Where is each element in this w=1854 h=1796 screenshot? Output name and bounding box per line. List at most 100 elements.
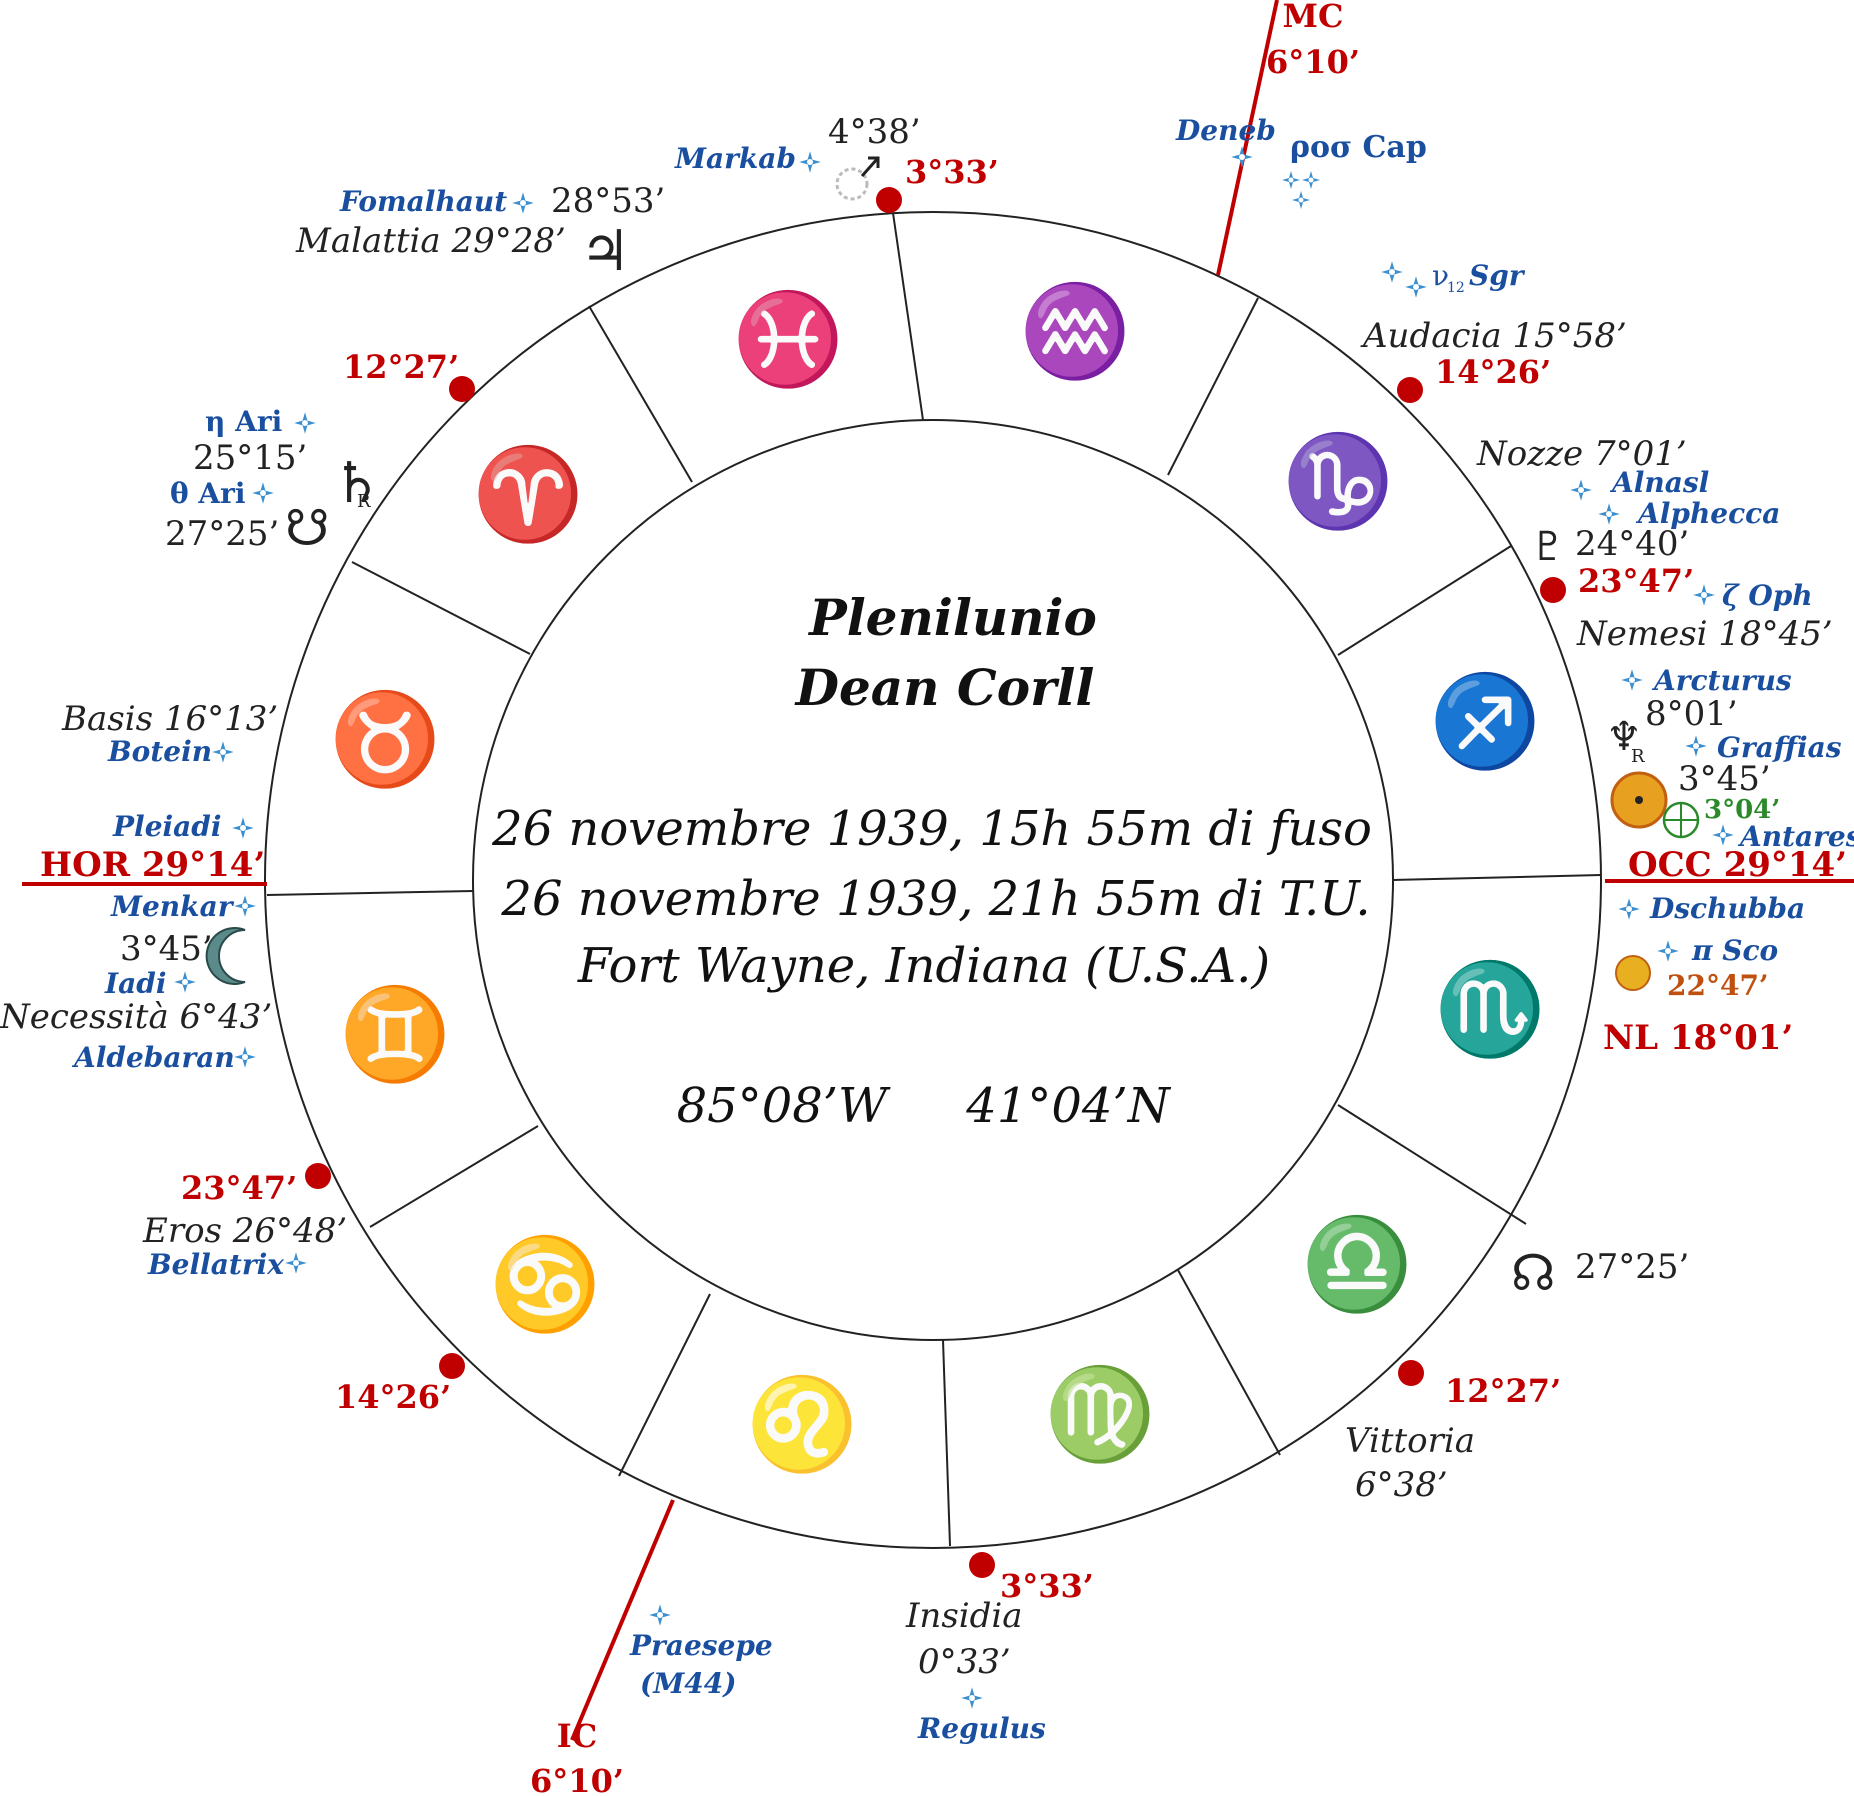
star-icon xyxy=(234,1046,256,1068)
chart-center: Plenilunio Dean Corll 26 novembre 1939, … xyxy=(491,588,1372,1134)
saturn-icon: ♄ xyxy=(332,451,382,516)
occ-label: OCC 29°14’ xyxy=(1628,845,1847,885)
star-icon xyxy=(1712,824,1734,846)
star-iadi: Iadi xyxy=(104,967,166,1000)
star-nu-sgr-greek: ν xyxy=(1432,259,1449,292)
cusp-labels: 3°33’ 14°26’ 23°47’ 12°27’ 3°33’ 12°27’ … xyxy=(181,153,1694,1605)
longitude: 85°08’W xyxy=(677,1078,891,1134)
sun-dot xyxy=(1635,796,1643,804)
spoke xyxy=(1392,874,1602,881)
star-aldebaran: Aldebaran xyxy=(71,1041,235,1074)
star-regulus: Regulus xyxy=(917,1712,1046,1745)
local-time: 26 novembre 1939, 15h 55m di fuso xyxy=(491,801,1372,857)
star-alphecca: Alphecca xyxy=(1635,497,1780,530)
star-icon xyxy=(174,971,196,993)
cusp-dot xyxy=(969,1552,995,1578)
part-audacia: Audacia 15°58’ xyxy=(1360,316,1627,356)
cusp-dot xyxy=(439,1353,465,1379)
cusp-label: 23°47’ xyxy=(1578,562,1694,600)
north-node-degree: 27°25’ xyxy=(165,514,279,554)
star-icon xyxy=(1598,503,1620,525)
scorpio-icon: ♏ xyxy=(1434,957,1546,1062)
fixed-stars: Markab Fomalhaut Deneb ρoσ Cap ν 12 Sgr … xyxy=(71,114,1854,1745)
uranus-arrow-icon xyxy=(860,156,880,177)
star-dschubba: Dschubba xyxy=(1649,892,1805,925)
gemini-icon: ♊ xyxy=(339,982,451,1087)
chart-title-line2: Dean Corll xyxy=(794,658,1095,717)
cusp-label: 23°47’ xyxy=(181,1169,297,1207)
part-necessita: Necessità 6°43’ xyxy=(0,997,272,1037)
saturn-degree: 25°15’ xyxy=(193,438,307,478)
star-pleiadi: Pleiadi xyxy=(112,810,222,843)
cusp-dot xyxy=(876,187,902,213)
planets: 4°38’ ♃ 28°53’ ♄ R 25°15’ ☋ 27°25’ ♇ 24°… xyxy=(120,112,1780,1302)
mc-label: MC xyxy=(1283,0,1344,35)
spoke xyxy=(1177,1269,1281,1456)
zodiac-signs: ♓ ♒ ♑ ♐ ♏ ♎ ♍ ♌ ♋ ♊ ♉ ♈ xyxy=(329,279,1546,1477)
spoke xyxy=(618,1293,711,1477)
sagittarius-icon: ♐ xyxy=(1429,669,1541,774)
spoke xyxy=(942,1339,951,1547)
star-eta-ari: η Ari xyxy=(205,405,282,438)
mercury-icon xyxy=(1615,955,1651,991)
latitude: 41°04’N xyxy=(965,1078,1171,1134)
star-pi-sco: π Sco xyxy=(1691,934,1778,967)
spoke xyxy=(369,1125,539,1228)
south-node-icon: ☊ xyxy=(1511,1244,1555,1302)
star-icon xyxy=(649,1604,671,1626)
star-menkar: Menkar xyxy=(110,890,235,923)
part-malattia: Malattia 29°28’ xyxy=(295,221,566,261)
cusp-markers xyxy=(305,187,1566,1578)
part-insidia-degree: 0°33’ xyxy=(918,1642,1011,1682)
earth-degree: 3°04’ xyxy=(1704,795,1780,825)
virgo-icon: ♍ xyxy=(1044,1362,1156,1467)
uranus-degree: 4°38’ xyxy=(828,112,921,152)
uranus-icon xyxy=(835,167,869,201)
leo-icon: ♌ xyxy=(746,1372,858,1477)
star-bellatrix: Bellatrix xyxy=(147,1248,284,1281)
star-m44: (M44) xyxy=(640,1667,736,1700)
part-nozze: Nozze 7°01’ xyxy=(1476,434,1687,474)
spoke xyxy=(351,561,531,655)
star-icon xyxy=(294,412,316,434)
star-rho-cap: ρoσ Cap xyxy=(1290,130,1427,165)
star-icon xyxy=(1657,940,1679,962)
saturn-retro-label: R xyxy=(357,491,371,512)
capricorn-icon: ♑ xyxy=(1282,429,1394,534)
spoke xyxy=(1167,297,1259,476)
pisces-icon: ♓ xyxy=(732,287,844,392)
part-eros: Eros 26°48’ xyxy=(142,1211,347,1251)
taurus-icon: ♉ xyxy=(329,687,441,792)
star-fomalhaut: Fomalhaut xyxy=(339,185,507,218)
aquarius-icon: ♒ xyxy=(1019,279,1131,384)
cusp-dot xyxy=(1397,377,1423,403)
neptune-degree: 8°01’ xyxy=(1645,694,1738,734)
part-insidia: Insidia xyxy=(905,1596,1023,1636)
ic-label: IC xyxy=(557,1717,597,1755)
chart-axes xyxy=(22,0,1854,1741)
ic-axis xyxy=(570,1499,675,1741)
star-icon xyxy=(1381,261,1403,283)
cusp-dot xyxy=(1540,577,1566,603)
cusp-dot xyxy=(305,1163,331,1189)
place: Fort Wayne, Indiana (U.S.A.) xyxy=(577,938,1270,994)
star-theta-ari: θ Ari xyxy=(170,477,246,510)
cancer-icon: ♋ xyxy=(489,1232,601,1337)
cusp-label: 12°27’ xyxy=(1445,1372,1561,1410)
ic-value: 6°10’ xyxy=(530,1762,624,1796)
spoke xyxy=(266,890,474,896)
star-icon xyxy=(512,192,534,214)
hor-label: HOR 29°14’ xyxy=(40,845,265,885)
star-icon xyxy=(212,741,234,763)
star-icon xyxy=(234,895,256,917)
part-vittoria: Vittoria xyxy=(1345,1421,1475,1461)
cusp-label: 3°33’ xyxy=(905,153,999,191)
mercury-degree: 22°47’ xyxy=(1667,969,1769,1002)
star-icon xyxy=(1302,171,1320,189)
north-node-icon: ☋ xyxy=(285,499,329,557)
moon-icon xyxy=(205,927,246,985)
star-icon xyxy=(1621,669,1643,691)
cusp-label: 3°33’ xyxy=(1000,1567,1094,1605)
part-basis: Basis 16°13’ xyxy=(61,699,278,739)
